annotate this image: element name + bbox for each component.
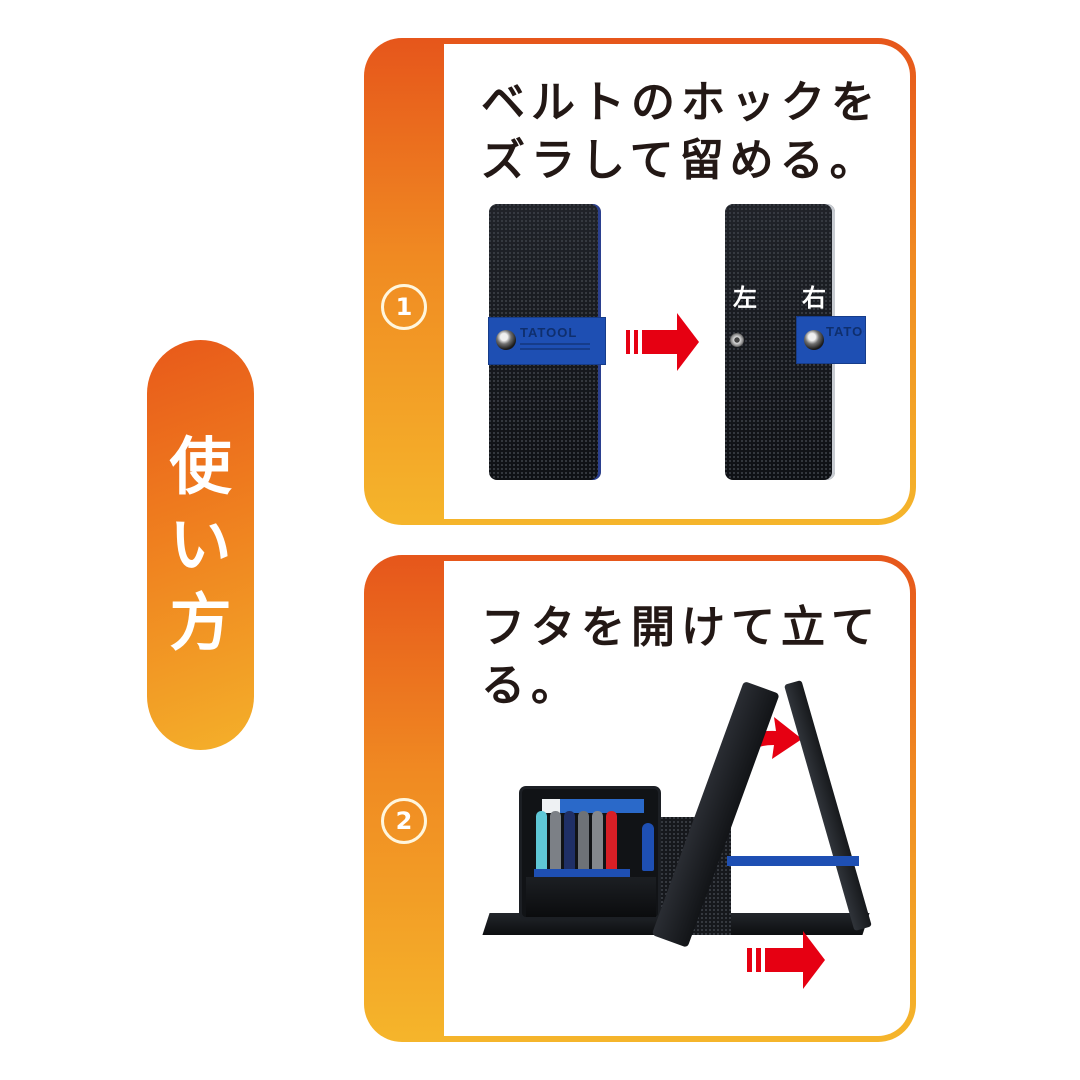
right-arrow-icon <box>747 931 831 991</box>
snap-socket-icon <box>730 333 744 347</box>
label-char-1: 使 <box>169 430 232 503</box>
belt-logo-partial: TATOOL <box>826 324 864 339</box>
snap-button-icon <box>496 330 516 350</box>
step-2-panel: 2 フタを開けて立てる。 <box>364 555 916 1042</box>
label-char-2: い <box>169 508 232 581</box>
tray-front <box>526 877 656 917</box>
marker-gray <box>550 811 561 879</box>
snap-button-icon <box>804 330 824 350</box>
eraser-tip <box>542 799 560 813</box>
step-1-panel: 1 ベルトのホックを ズラして留める。 TATOOL 左 右 TATOOL <box>364 38 916 525</box>
lid-back-support <box>784 680 872 932</box>
marker-cyan <box>536 811 547 879</box>
step-1-title: ベルトのホックを ズラして留める。 <box>481 77 881 186</box>
marker-gray <box>578 811 589 879</box>
step-2-content: フタを開けて立てる。 <box>444 561 910 1036</box>
step-1-number-badge: 1 <box>381 284 427 330</box>
belt-subtext-lines <box>520 343 590 345</box>
step-2-title: フタを開けて立てる。 <box>481 602 881 711</box>
right-label: 右 <box>802 284 826 312</box>
step-2-number-badge: 2 <box>381 798 427 844</box>
marker-navy <box>564 811 575 879</box>
step-1-content: ベルトのホックを ズラして留める。 TATOOL 左 右 TATOOL <box>444 44 910 519</box>
how-to-use-label: 使 い 方 <box>147 340 254 750</box>
curved-arrow-icon <box>722 717 802 781</box>
left-label: 左 <box>733 284 757 312</box>
eraser-image <box>544 799 644 813</box>
marker-gray <box>592 811 603 879</box>
blue-strap <box>727 856 859 866</box>
label-char-3: 方 <box>169 586 232 659</box>
right-arrow-icon <box>626 312 706 372</box>
marker-red <box>606 811 617 879</box>
belt-logo: TATOOL <box>520 325 578 340</box>
glue-stick-image <box>642 823 654 871</box>
